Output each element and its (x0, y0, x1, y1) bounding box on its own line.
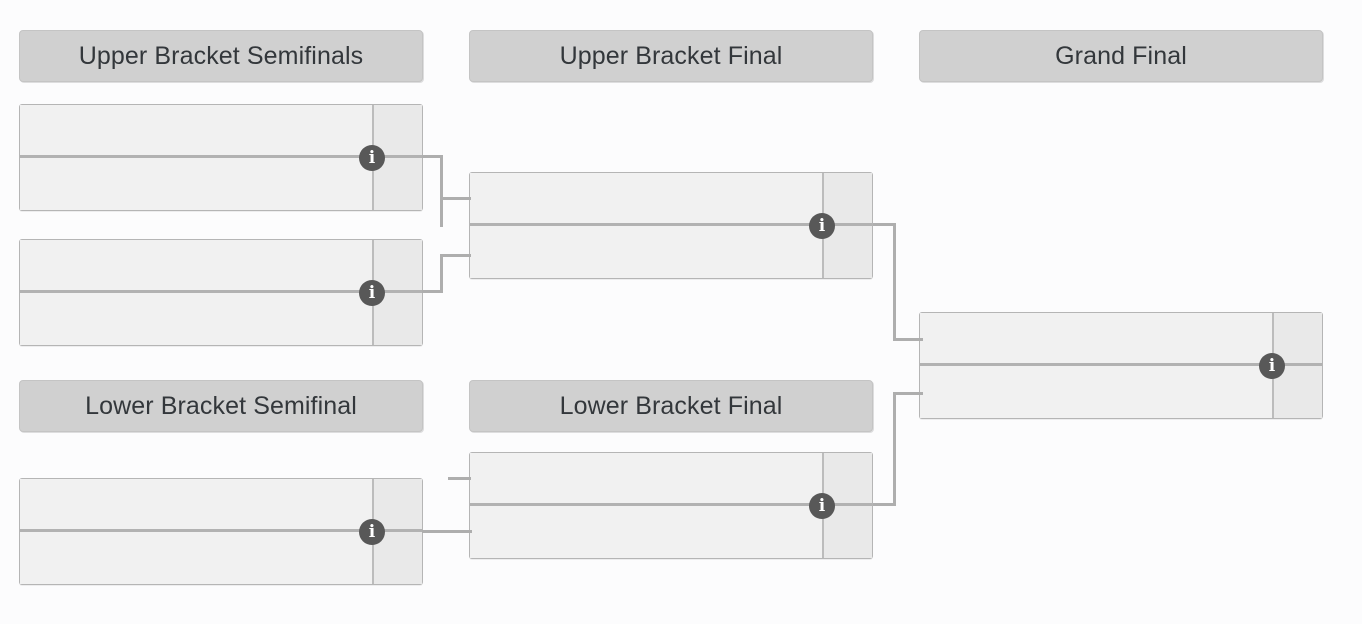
competitor-name (470, 505, 824, 558)
connector-lbf-out (873, 503, 896, 506)
connector-lbsf-out (422, 530, 472, 533)
connector-ubf-vertical (893, 223, 896, 341)
connector-into-lbf-top (448, 477, 471, 480)
competitor-name (20, 240, 374, 290)
match-box-lbf-1[interactable]: i (469, 452, 873, 559)
match-row[interactable] (470, 505, 872, 558)
round-header-label: Upper Bracket Final (559, 41, 783, 70)
connector-ubf-out (873, 223, 896, 226)
connector-into-ubf-bottom (440, 254, 471, 257)
match-row[interactable] (20, 105, 422, 158)
round-header-lower-bracket-semifinal[interactable]: Lower Bracket Semifinal (19, 380, 423, 432)
round-header-upper-bracket-semifinals[interactable]: Upper Bracket Semifinals (19, 30, 423, 82)
round-header-lower-bracket-final[interactable]: Lower Bracket Final (469, 380, 873, 432)
competitor-name (20, 531, 374, 584)
round-header-grand-final[interactable]: Grand Final (919, 30, 1323, 82)
match-row[interactable] (20, 157, 422, 210)
competitor-name (920, 365, 1274, 418)
round-header-upper-bracket-final[interactable]: Upper Bracket Final (469, 30, 873, 82)
round-header-label: Upper Bracket Semifinals (78, 41, 364, 70)
competitor-score (374, 479, 422, 529)
connector-ubsf1-out (422, 155, 443, 158)
connector-into-grandfinal-top (893, 338, 923, 341)
competitor-name (20, 157, 374, 210)
connector-ubsf2-vertical (440, 256, 443, 293)
competitor-name (20, 479, 374, 529)
match-info-icon[interactable]: i (1259, 353, 1285, 379)
match-row[interactable] (470, 225, 872, 278)
match-row[interactable] (20, 479, 422, 532)
connector-ubsf2-out (422, 290, 443, 293)
connector-into-ubf-top (440, 197, 471, 200)
match-box-ubsf-2[interactable]: i (19, 239, 423, 346)
match-row[interactable] (920, 313, 1322, 366)
competitor-name (20, 105, 374, 155)
competitor-name (20, 292, 374, 345)
round-header-label: Grand Final (1055, 41, 1187, 70)
match-box-ubf-1[interactable]: i (469, 172, 873, 279)
round-header-label: Lower Bracket Semifinal (85, 391, 357, 420)
competitor-score (824, 453, 872, 503)
competitor-score (824, 173, 872, 223)
competitor-score (374, 105, 422, 155)
competitor-name (920, 313, 1274, 363)
match-info-icon[interactable]: i (809, 493, 835, 519)
connector-ubsf1-vertical (440, 155, 443, 227)
match-info-icon[interactable]: i (809, 213, 835, 239)
competitor-name (470, 225, 824, 278)
competitor-score (1274, 313, 1322, 363)
match-row[interactable] (470, 453, 872, 506)
match-box-lbsf-1[interactable]: i (19, 478, 423, 585)
match-box-ubsf-1[interactable]: i (19, 104, 423, 211)
match-row[interactable] (20, 531, 422, 584)
match-row[interactable] (470, 173, 872, 226)
competitor-name (470, 453, 824, 503)
match-info-icon[interactable]: i (359, 145, 385, 171)
match-box-grand-final[interactable]: i (919, 312, 1323, 419)
competitor-score (374, 240, 422, 290)
match-row[interactable] (20, 240, 422, 293)
match-info-icon[interactable]: i (359, 280, 385, 306)
connector-lbf-vertical (893, 392, 896, 506)
match-info-icon[interactable]: i (359, 519, 385, 545)
connector-into-grandfinal-bottom (893, 392, 923, 395)
round-header-label: Lower Bracket Final (559, 391, 783, 420)
competitor-name (470, 173, 824, 223)
